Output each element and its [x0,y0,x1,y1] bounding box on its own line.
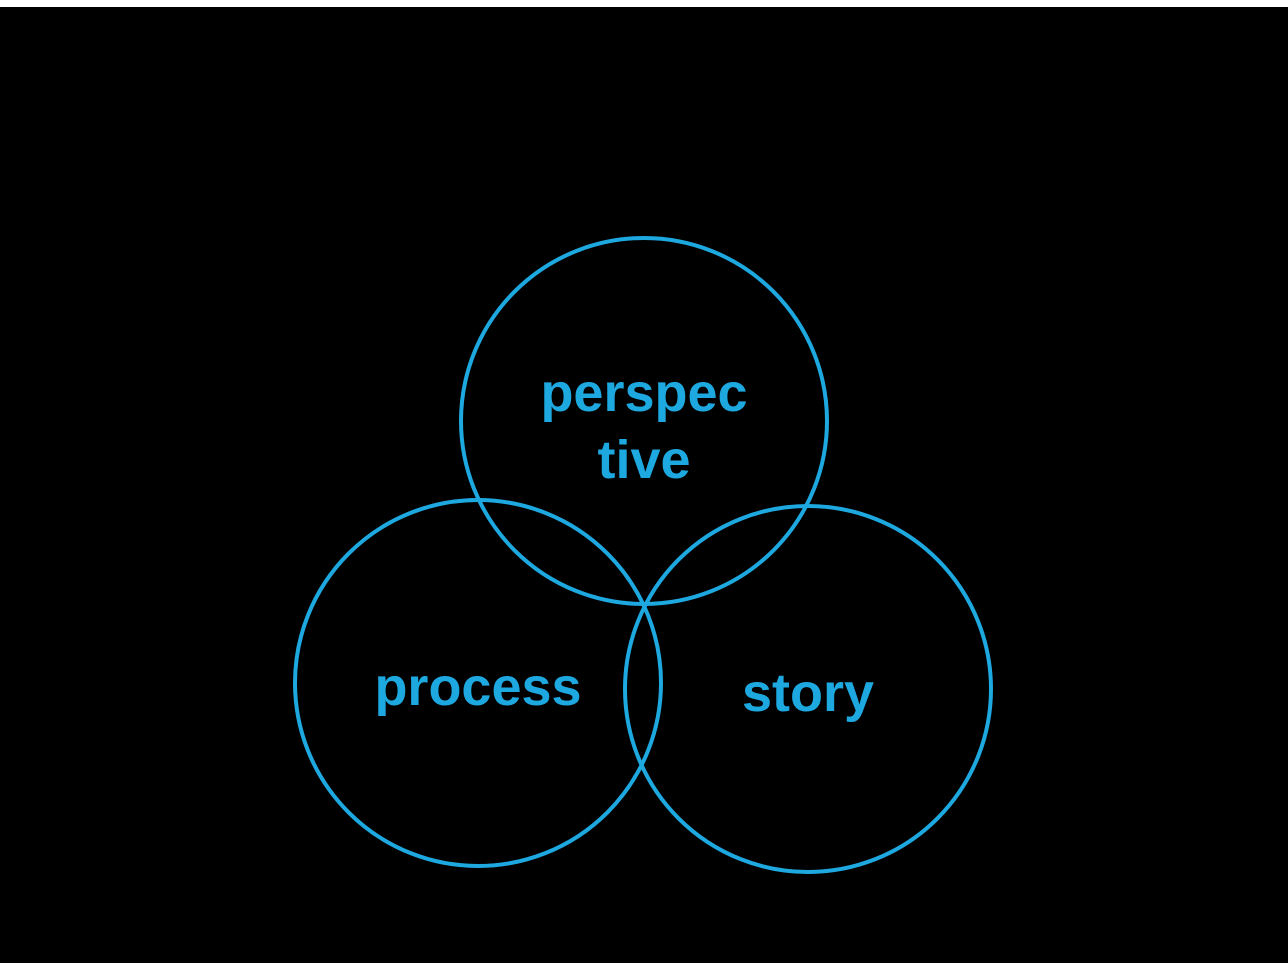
label-story: story [742,663,874,723]
diagram-background [0,7,1288,963]
circle-story [623,504,993,874]
label-perspective-line-1: perspec [540,363,747,423]
circle-process [293,498,663,868]
label-perspective-line-2: tive [597,430,690,490]
label-process: process [374,657,581,717]
